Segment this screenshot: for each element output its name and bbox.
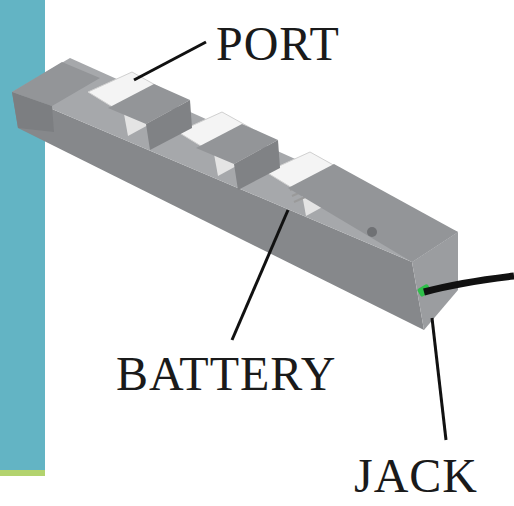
- cable: [424, 276, 514, 292]
- part-label: JACK: [354, 452, 478, 500]
- leader-line: [232, 210, 288, 340]
- side-band: [0, 0, 45, 470]
- leader-line: [134, 42, 206, 80]
- dock-body: [12, 58, 514, 330]
- side-band-accent: [0, 470, 45, 476]
- part-label: PORT: [216, 20, 340, 68]
- button: [367, 227, 377, 237]
- part-label: BATTERY: [116, 350, 336, 398]
- leader-line: [432, 318, 446, 440]
